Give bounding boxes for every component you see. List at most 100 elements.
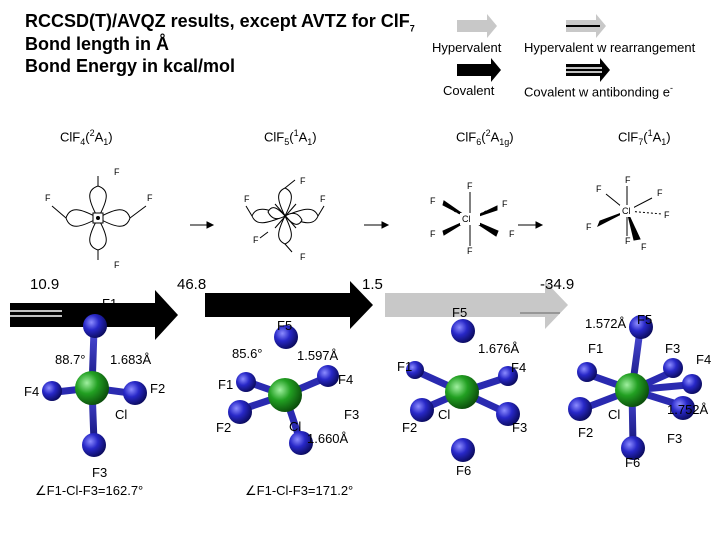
atom-f bbox=[410, 398, 434, 422]
orbital-label-f: F bbox=[467, 181, 473, 191]
orbital-label-cl: Cl bbox=[462, 214, 471, 224]
clf3-f2-label: F2 bbox=[150, 381, 166, 396]
legend-covalent: Covalent bbox=[443, 83, 495, 98]
clf5-cl-label: Cl bbox=[438, 407, 451, 422]
species-label-clf7: ClF7(1A1) bbox=[618, 128, 671, 147]
atom-f bbox=[123, 381, 147, 405]
atom-f bbox=[663, 358, 683, 378]
clf5-f3-label: F3 bbox=[512, 420, 528, 435]
clf6-bond-2: 1.752Å bbox=[667, 402, 709, 417]
atom-f bbox=[406, 361, 424, 379]
clf5-bond: 1.676Å bbox=[478, 341, 520, 356]
title-bond-energy: Bond Energy in kcal/mol bbox=[25, 56, 236, 76]
orbital-label-f: F bbox=[114, 260, 120, 270]
orbital-label-f: F bbox=[467, 246, 473, 256]
clf5-f6-label: F6 bbox=[456, 463, 472, 478]
orbital-label-f: F bbox=[300, 252, 306, 262]
clf4-angle: 85.6° bbox=[232, 346, 263, 361]
molecule-clf3 bbox=[42, 314, 147, 457]
orbital-label-f: F bbox=[253, 235, 259, 245]
orbital-diagram-clf5 bbox=[245, 179, 325, 253]
atom-f bbox=[451, 438, 475, 462]
legend-arrow-hypervalent bbox=[457, 14, 497, 38]
orbital-label-f: F bbox=[502, 199, 508, 209]
molecule-clf6 bbox=[568, 315, 702, 460]
atom-f bbox=[568, 397, 592, 421]
atom-f bbox=[498, 366, 518, 386]
legend-arrow-hypervalent-rearrangement bbox=[566, 14, 606, 38]
species-label-clf6: ClF6(2A1g) bbox=[456, 128, 514, 147]
atom-cl bbox=[445, 375, 479, 409]
orbital-diagram-clf6 bbox=[442, 192, 499, 246]
clf5-f5-label: F5 bbox=[452, 305, 468, 320]
species-label-clf5: ClF5(1A1) bbox=[264, 128, 317, 147]
atom-cl bbox=[268, 378, 302, 412]
molecule-clf5 bbox=[406, 319, 520, 462]
molecule-clf4 bbox=[228, 325, 339, 455]
clf6-f2-label: F2 bbox=[578, 425, 594, 440]
orbital-label-f: F bbox=[664, 210, 670, 220]
species-label-clf4: ClF4(2A1) bbox=[60, 128, 113, 147]
legend-hypervalent: Hypervalent bbox=[432, 40, 502, 55]
clf6-cl-label: Cl bbox=[608, 407, 621, 422]
orbital-label-f: F bbox=[625, 236, 631, 246]
clf6-f4-label: F4 bbox=[696, 352, 712, 367]
orbital-label-f: F bbox=[114, 167, 120, 177]
title-method: RCCSD(T)/AVQZ results, except AVTZ for C… bbox=[25, 11, 415, 34]
legend-hypervalent-rearrangement: Hypervalent w rearrangement bbox=[524, 40, 696, 55]
title-bond-length: Bond length in Å bbox=[25, 34, 169, 54]
orbital-label-f: F bbox=[244, 194, 250, 204]
clf3-angle-formula: ∠F1-Cl-F3=162.7° bbox=[35, 483, 144, 498]
atom-f bbox=[621, 436, 645, 460]
clf6-f3-label: F3 bbox=[665, 341, 681, 356]
legend-arrow-covalent bbox=[457, 58, 501, 82]
orbital-label-f: F bbox=[320, 194, 326, 204]
clf3-f1-label: F1 bbox=[102, 296, 118, 311]
arrow-clf5-clf6-hypervalent bbox=[385, 281, 568, 329]
clf4-bond-1: 1.597Å bbox=[297, 348, 339, 363]
orbital-label-f: F bbox=[657, 188, 663, 198]
atom-f bbox=[82, 433, 106, 457]
arrow-clf3-clf4-covalent-antibonding bbox=[10, 290, 178, 340]
clf6-f5-label: F5 bbox=[637, 312, 653, 327]
clf4-f2-label: F2 bbox=[216, 420, 232, 435]
atom-f bbox=[236, 372, 256, 392]
atom-f bbox=[289, 431, 313, 455]
clf4-f4-label: F4 bbox=[338, 372, 354, 387]
orbital-label-f: F bbox=[430, 229, 436, 239]
clf4-angle-formula: ∠F1-Cl-F3=171.2° bbox=[245, 483, 354, 498]
arrow-clf4-clf5-covalent bbox=[205, 281, 373, 329]
orbital-label-f: F bbox=[430, 196, 436, 206]
atom-f bbox=[496, 402, 520, 426]
orbital-label-f: F bbox=[147, 193, 153, 203]
orbital-label-f: F bbox=[596, 184, 602, 194]
orbital-label-f: F bbox=[625, 175, 631, 185]
atom-f bbox=[577, 362, 597, 382]
atom-f bbox=[83, 314, 107, 338]
clf5-f2-label: F2 bbox=[402, 420, 418, 435]
clf4-f5-label: F5 bbox=[277, 318, 293, 333]
clf6-f3b-label: F3 bbox=[667, 431, 683, 446]
atom-f bbox=[317, 365, 339, 387]
energy-clf4: 10.9 bbox=[30, 276, 60, 293]
clf6-f6-label: F6 bbox=[625, 455, 641, 470]
atom-f bbox=[228, 400, 252, 424]
small-arrows bbox=[190, 221, 544, 229]
atom-f bbox=[451, 319, 475, 343]
legend-arrow-covalent-antibonding bbox=[566, 58, 610, 82]
clf3-angle: 88.7° bbox=[55, 352, 86, 367]
clf3-f3-label: F3 bbox=[92, 465, 108, 480]
atom-f bbox=[42, 381, 62, 401]
clf4-f3-label: F3 bbox=[344, 407, 360, 422]
orbital-diagram-clf4 bbox=[51, 176, 147, 260]
atom-f bbox=[682, 374, 702, 394]
orbital-label-f: F bbox=[509, 229, 515, 239]
orbital-label-cl: Cl bbox=[622, 206, 631, 216]
orbital-label-f: F bbox=[45, 193, 51, 203]
clf3-f4-label: F4 bbox=[24, 384, 40, 399]
atom-cl bbox=[615, 373, 649, 407]
clf4-cl-label: Cl bbox=[289, 419, 302, 434]
clf6-bond-1: 1.572Å bbox=[585, 316, 627, 331]
clf3-cl-label: Cl bbox=[115, 407, 128, 422]
